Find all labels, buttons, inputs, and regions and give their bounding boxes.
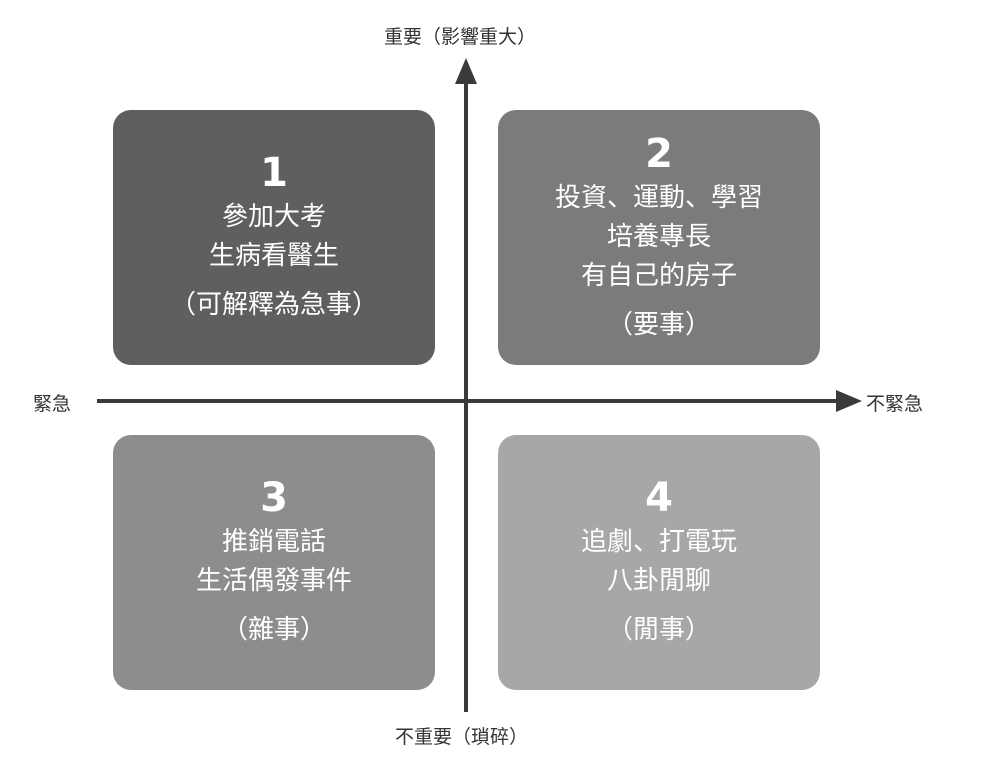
quadrant-note: （雜事） — [221, 615, 326, 645]
quadrant-line: 有自己的房子 — [580, 260, 737, 291]
axis-label-bottom: 不重要（瑣碎） — [395, 726, 529, 748]
quadrant-line: 生病看醫生 — [208, 241, 339, 271]
quadrant-4: 4 追劇、打電玩 八卦閒聊 （閒事） — [498, 435, 820, 690]
quadrant-number: 2 — [645, 130, 673, 177]
quadrant-1: 1 參加大考 生病看醫生 （可解釋為急事） — [113, 110, 435, 365]
quadrant-line: 推銷電話 — [221, 527, 326, 557]
quadrant-line: 參加大考 — [221, 202, 326, 232]
quadrant-line: 八卦閒聊 — [606, 566, 711, 596]
quadrant-note: （要事） — [606, 309, 711, 340]
quadrant-note: （可解釋為急事） — [169, 290, 378, 320]
quadrant-note: （閒事） — [606, 615, 711, 645]
axis-label-left: 緊急 — [33, 393, 72, 415]
quadrant-number: 3 — [260, 475, 288, 521]
up-arrow-icon — [455, 58, 477, 84]
quadrant-3: 3 推銷電話 生活偶發事件 （雜事） — [113, 435, 435, 690]
quadrant-2: 2 投資、運動、學習 培養專長 有自己的房子 （要事） — [498, 110, 820, 365]
quadrant-line: 生活偶發事件 — [195, 566, 352, 596]
quadrant-number: 4 — [645, 475, 673, 521]
quadrant-line: 追劇、打電玩 — [580, 527, 737, 557]
quadrant-number: 1 — [260, 150, 288, 196]
axis-label-right: 不緊急 — [866, 393, 924, 415]
quadrant-line: 投資、運動、學習 — [554, 182, 763, 213]
axis-label-top: 重要（影響重大） — [384, 26, 537, 48]
quadrant-line: 培養專長 — [606, 221, 711, 252]
right-arrow-icon — [836, 390, 862, 412]
